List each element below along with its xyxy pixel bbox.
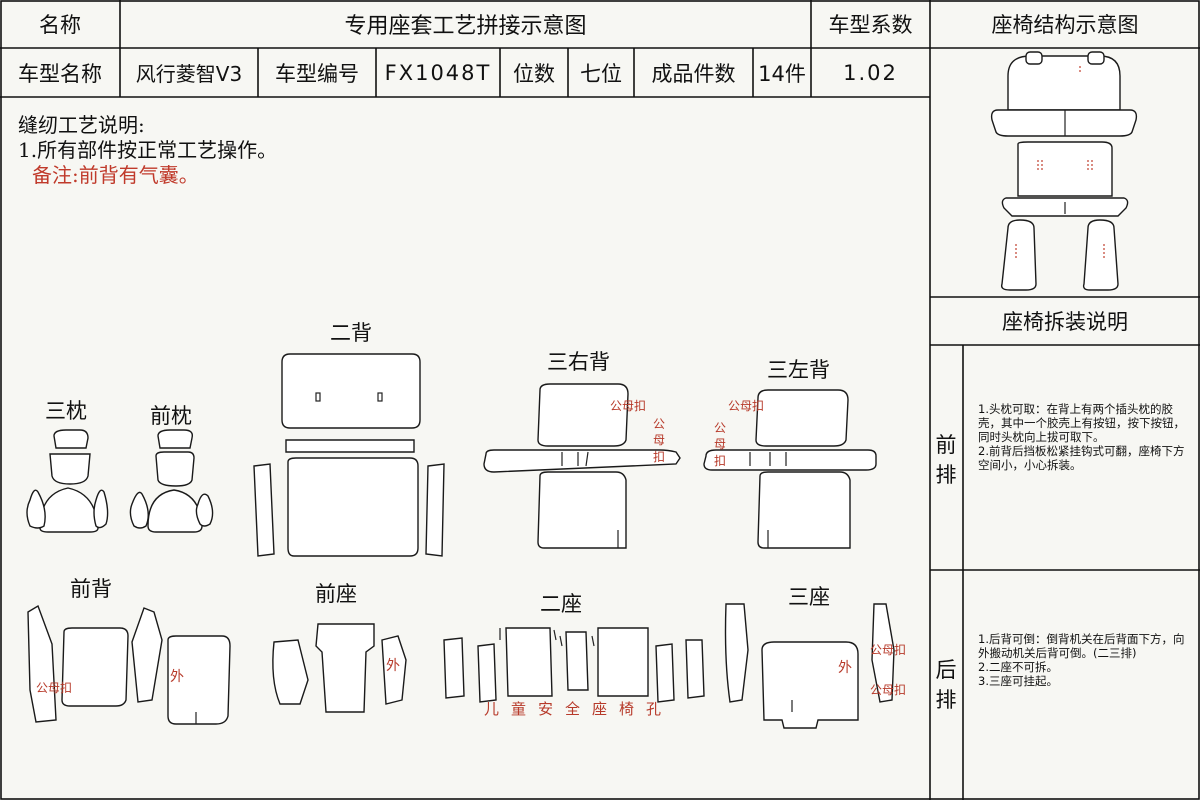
label-qianzhen: 前枕 — [150, 404, 192, 428]
piece-group-sanzhen — [26, 429, 109, 533]
front-row-instructions: 1.头枕可取：在背上有两个插头枕的胶壳，其中一个胶壳上有按钮，按下按钮，同时头枕… — [978, 402, 1185, 472]
seat-structure-diagram — [990, 51, 1138, 291]
mark-gongmukou-qianbei: 公母扣 — [36, 681, 72, 695]
coefficient-label: 车型系数 — [828, 13, 913, 37]
mark-child-seat-hole: 儿童安全座椅孔 — [484, 700, 673, 718]
model-code-value: FX1048T — [384, 60, 492, 85]
rear-row-label: 后排 — [931, 655, 961, 715]
mark-gongmukou-sanyoubei: 公母扣 — [610, 399, 646, 413]
front-row-label-text: 前排 — [935, 433, 957, 487]
disassembly-title: 座椅拆装说明 — [1002, 310, 1128, 334]
seats-value: 七位 — [580, 61, 622, 86]
mark-gong-sanzuobei: 公 — [714, 421, 726, 435]
model-name-label: 车型名称 — [18, 61, 102, 86]
model-name-value: 风行菱智V3 — [135, 62, 243, 86]
label-qianbei: 前背 — [70, 577, 112, 601]
label-sanzuo: 三座 — [788, 585, 830, 609]
mark-wai-sanzuo: 外 — [838, 660, 852, 676]
rear-row-instructions: 1.后背可倒：倒背机关在后背面下方，向外搬动机关后背可倒。(二三排) 2.二座不… — [978, 632, 1185, 688]
label-erzuo: 二座 — [540, 592, 582, 616]
mark-kou-sanyoubei: 扣 — [653, 450, 665, 464]
piece-group-sanzuo: 外 公母扣 公母扣 — [724, 603, 906, 729]
coefficient-value: 1.02 — [843, 60, 898, 85]
notes-heading: 缝纫工艺说明: — [18, 113, 145, 137]
name-label: 名称 — [39, 13, 81, 37]
mark-gong-sanyoubei: 公 — [653, 417, 665, 431]
seats-label: 位数 — [513, 61, 555, 86]
piece-group-qianzuo: 外 — [272, 623, 407, 713]
notes-remark: 备注:前背有气囊。 — [32, 163, 199, 187]
label-sanzuobei: 三左背 — [767, 358, 830, 382]
label-sanzhen: 三枕 — [45, 399, 87, 423]
label-erbei: 二背 — [330, 321, 372, 345]
pieces-label: 成品件数 — [651, 61, 736, 86]
rear-row-label-text: 后排 — [935, 658, 957, 712]
front-row-label: 前排 — [931, 430, 961, 490]
label-qianzuo: 前座 — [315, 582, 357, 606]
piece-group-qianbei: 公母扣 外 — [27, 604, 231, 725]
mark-gongmukou-sanzuo-2: 公母扣 — [870, 683, 906, 697]
mark-wai-qianbei: 外 — [170, 669, 184, 685]
mark-kou-sanzuobei: 扣 — [714, 454, 726, 468]
piece-group-qianzhen — [129, 429, 214, 533]
piece-group-sanyoubei: 公母扣 公 母 扣 — [483, 383, 681, 549]
sewing-notes: 缝纫工艺说明: 1.所有部件按正常工艺操作。 备注:前背有气囊。 — [18, 113, 277, 188]
mark-gongmukou-sanzuobei: 公母扣 — [728, 399, 764, 413]
piece-group-erzuo: 儿童安全座椅孔 — [443, 627, 705, 718]
mark-mu-sanzuobei: 母 — [714, 437, 726, 451]
model-code-label: 车型编号 — [275, 61, 359, 86]
structure-title: 座椅结构示意图 — [991, 13, 1139, 37]
piece-group-erbei — [253, 353, 445, 557]
pieces-value: 14件 — [758, 61, 806, 86]
piece-group-sanzuobei: 公母扣 公 母 扣 — [703, 389, 877, 549]
mark-wai-qianzuo: 外 — [386, 658, 400, 674]
page-title: 专用座套工艺拼接示意图 — [344, 14, 587, 39]
pattern-pieces: 二背 三枕 前枕 三右背 三左背 前背 前座 二座 三座 — [26, 321, 906, 729]
mark-mu-sanyoubei: 母 — [653, 433, 665, 447]
label-sanyoubei: 三右背 — [547, 350, 610, 374]
mark-gongmukou-sanzuo-1: 公母扣 — [870, 643, 906, 657]
notes-line-1: 1.所有部件按正常工艺操作。 — [18, 138, 278, 162]
